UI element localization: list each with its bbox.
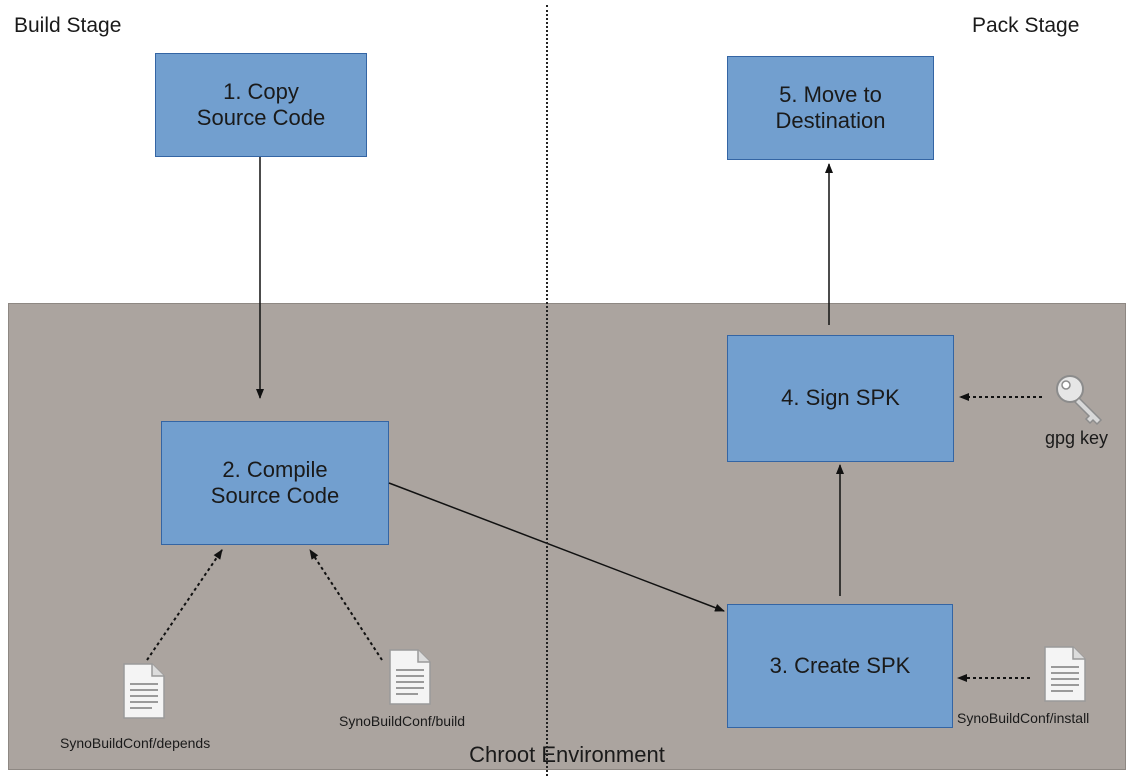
step-create-spk: 3. Create SPK	[727, 604, 953, 728]
pack-stage-label: Pack Stage	[972, 14, 1080, 37]
install-file-label: SynoBuildConf/install	[957, 710, 1090, 726]
build-file-label: SynoBuildConf/build	[339, 713, 466, 729]
step-copy-source-code: 1. Copy Source Code	[155, 53, 367, 157]
build-stage-label: Build Stage	[14, 14, 122, 37]
stage-divider	[546, 5, 548, 776]
document-icon	[389, 649, 431, 705]
step-sign-spk: 4. Sign SPK	[727, 335, 954, 462]
document-icon	[123, 663, 165, 719]
edge-compile-to-create	[388, 482, 725, 612]
depends-file-label: SynoBuildConf/depends	[60, 735, 211, 751]
edge-depends-to-compile	[146, 549, 223, 661]
step-move-to-destination: 5. Move to Destination	[727, 56, 934, 160]
document-icon	[1044, 646, 1086, 702]
key-icon	[1056, 375, 1103, 426]
chroot-environment-label: Chroot Environment	[469, 742, 665, 767]
edge-build-to-compile	[309, 549, 383, 661]
gpg-key-label: gpg key	[1045, 428, 1109, 448]
step-compile-source-code: 2. Compile Source Code	[161, 421, 389, 545]
